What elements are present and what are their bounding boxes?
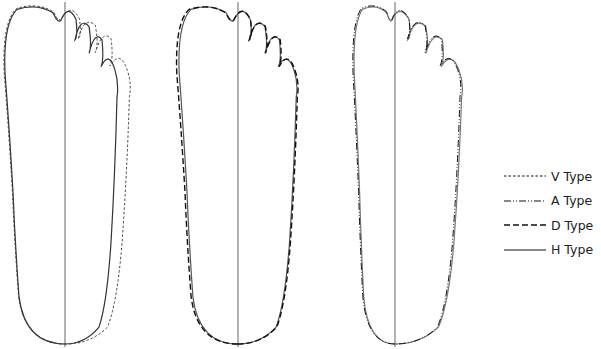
center-line bbox=[65, 2, 66, 347]
legend-label: D Type bbox=[551, 218, 593, 233]
legend-sample bbox=[503, 220, 547, 230]
legend-label: A Type bbox=[551, 193, 592, 208]
legend: V Type A Type D Type H Type bbox=[503, 164, 593, 262]
center-line bbox=[395, 2, 396, 347]
legend-entry: A Type bbox=[503, 189, 593, 214]
legend-sample bbox=[503, 245, 547, 255]
foot-outline bbox=[179, 7, 297, 344]
legend-label: H Type bbox=[551, 242, 593, 257]
center-line bbox=[238, 2, 239, 347]
legend-entry: H Type bbox=[503, 238, 593, 263]
legend-sample bbox=[503, 196, 547, 206]
legend-entry: D Type bbox=[503, 213, 593, 238]
legend-entry: V Type bbox=[503, 164, 593, 189]
foot-outline bbox=[5, 7, 118, 344]
legend-sample bbox=[503, 171, 547, 181]
foot-outline bbox=[4, 6, 130, 344]
foot-outline bbox=[177, 7, 299, 344]
foot-outline bbox=[353, 6, 461, 344]
legend-label: V Type bbox=[551, 169, 592, 184]
